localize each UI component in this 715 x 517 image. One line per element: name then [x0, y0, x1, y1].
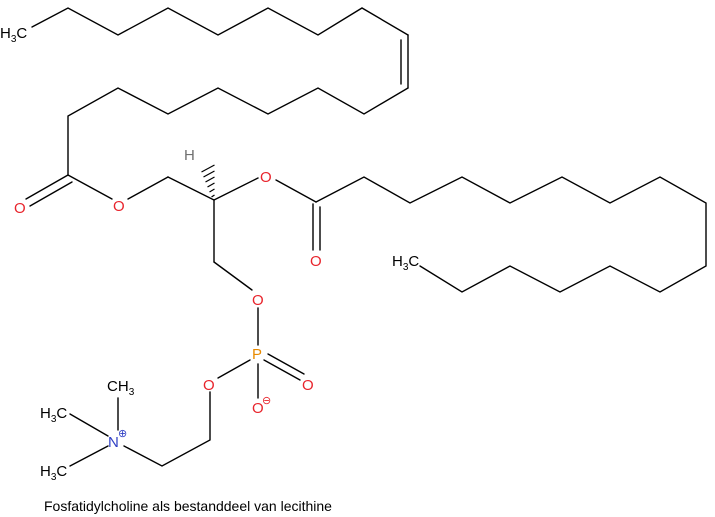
- oxygen-carbonyl-2: O: [310, 253, 322, 270]
- ester1-carbonyl-b: [29, 181, 73, 207]
- methyl-h-right-chain: H3C: [392, 253, 419, 273]
- ester2-o-c: [275, 179, 317, 203]
- phosphorus: P: [252, 346, 262, 363]
- methyl-h-top-chain: H3C: [0, 25, 27, 45]
- top-chain-lower: [67, 87, 409, 176]
- n-methyl-bottom: [69, 445, 109, 467]
- top-chain-bonds: [31, 7, 409, 176]
- methyl-n-left: H3C: [40, 405, 67, 425]
- stereo-hash-wedge: [201, 164, 215, 198]
- minus-charge: ⊖: [262, 395, 271, 407]
- nitrogen: N: [108, 434, 119, 451]
- oxygen-ester-1: O: [113, 198, 125, 215]
- oxygen-carbonyl-1: O: [14, 200, 26, 217]
- glycerol-o-ch2: [127, 176, 169, 200]
- methyl-n-top: CH3: [107, 378, 135, 398]
- glycerol-ch2-ch: [167, 176, 215, 201]
- top-chain-upper: [31, 7, 409, 36]
- oxygen-phosphate-glycerol: O: [252, 292, 264, 309]
- oxygen-phosphate-choline: O: [203, 377, 215, 394]
- oxygen-phosphate-double: O: [302, 377, 314, 394]
- p-o-double-b: [267, 353, 305, 375]
- oxygen-phosphate-anion: O: [252, 400, 264, 417]
- n-methyl-left: [69, 413, 109, 437]
- hydrogen-stereo: H: [184, 147, 195, 164]
- oxygen-ester-2: O: [260, 169, 272, 186]
- ester1-c-o: [67, 174, 113, 200]
- glycerol-ch-o: [213, 177, 259, 201]
- ester1-carbonyl-a: [25, 174, 69, 200]
- p-o-ester-bond: [217, 359, 251, 379]
- glycerol-ch2-o: [213, 261, 253, 291]
- right-chain-upper: [315, 176, 707, 293]
- choline-chain: [123, 391, 211, 467]
- methyl-n-bottom: H3C: [40, 463, 67, 483]
- plus-charge: ⊕: [118, 428, 127, 440]
- figure-caption: Fosfatidylcholine als bestanddeel van le…: [44, 498, 332, 514]
- p-o-double-a: [263, 359, 301, 381]
